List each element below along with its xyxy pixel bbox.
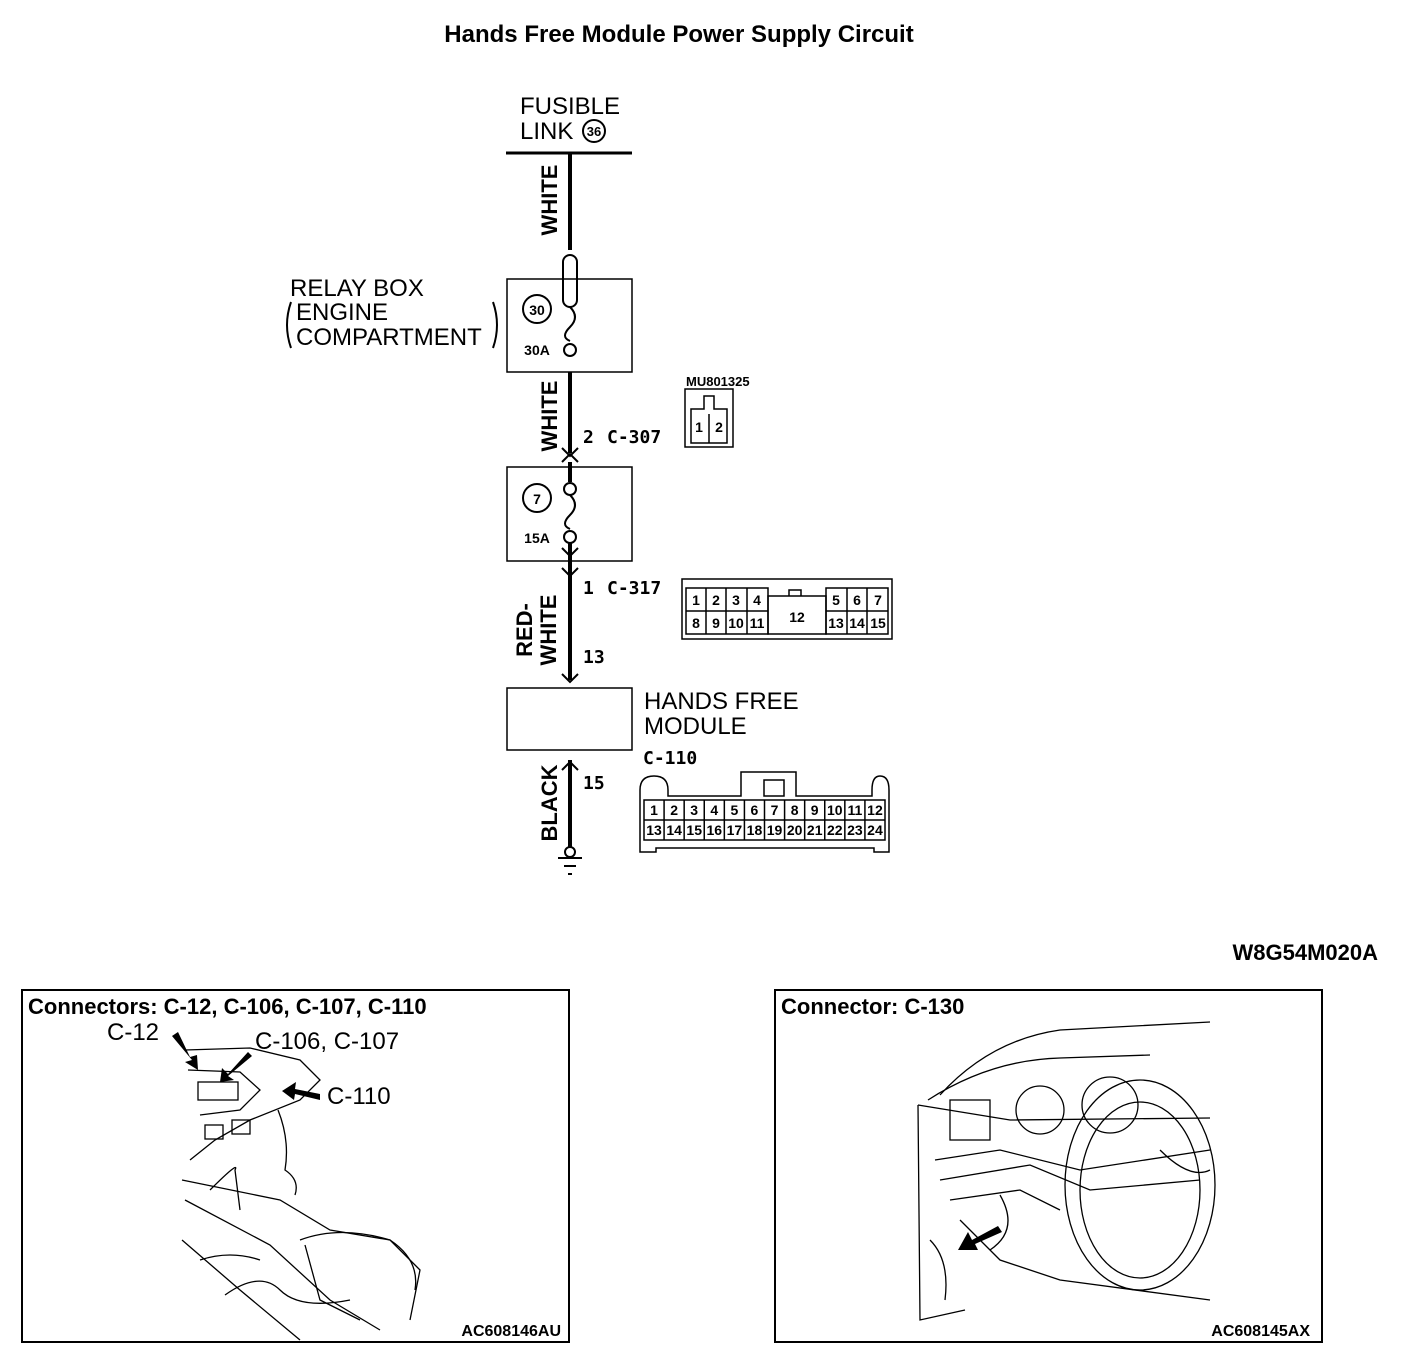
c317-pin-label: 10 bbox=[728, 615, 744, 631]
fuse-symbol bbox=[564, 494, 576, 530]
wire-color-white-2: WHITE bbox=[537, 381, 562, 452]
c317-pin-label: 5 bbox=[832, 592, 840, 608]
relay-box-label-2: ENGINE bbox=[296, 299, 388, 326]
c307-part-number: MU801325 bbox=[686, 374, 750, 389]
c110-pin-label: 8 bbox=[791, 802, 799, 818]
wire-color-red-white-2: WHITE bbox=[536, 595, 561, 666]
c317-pin-label: 15 bbox=[870, 615, 886, 631]
hands-free-module-box bbox=[506, 687, 633, 751]
callout-c110: C-110 bbox=[327, 1083, 391, 1110]
fusible-link-number: 36 bbox=[587, 124, 601, 139]
module-label-2: MODULE bbox=[644, 713, 747, 740]
wire-color-black: BLACK bbox=[537, 764, 562, 841]
relay-fuse-symbol bbox=[564, 306, 576, 342]
fuse-rating: 15A bbox=[524, 530, 550, 546]
relay-fuse-number-circle bbox=[522, 294, 552, 324]
panel-left-code: AC608146AU bbox=[461, 1323, 561, 1340]
c110-pin-label: 14 bbox=[666, 822, 682, 838]
c110-pin-label: 16 bbox=[707, 822, 723, 838]
c110-pin-label: 20 bbox=[787, 822, 803, 838]
relay-box bbox=[506, 278, 633, 373]
c307-pin: 2 bbox=[583, 427, 594, 448]
c317-pin-label: 3 bbox=[732, 592, 740, 608]
console-sketch bbox=[181, 1047, 421, 1341]
c317-face bbox=[681, 578, 893, 640]
c110-pin-label: 4 bbox=[710, 802, 718, 818]
c317-pin-label: 1 bbox=[692, 592, 700, 608]
diagram-title: Hands Free Module Power Supply Circuit bbox=[444, 21, 913, 48]
relay-fuse-number: 30 bbox=[529, 302, 545, 318]
panel-left bbox=[21, 989, 570, 1343]
c110-pin-label: 12 bbox=[867, 802, 883, 818]
c110-pin-label: 19 bbox=[767, 822, 783, 838]
dashboard-sketch bbox=[917, 1021, 1216, 1321]
relay-fuse-rating: 30A bbox=[524, 342, 550, 358]
fusible-link-label-2: LINK bbox=[520, 118, 573, 145]
c317-pin: 1 bbox=[583, 578, 594, 599]
c110-pin-label: 3 bbox=[690, 802, 698, 818]
diagram-code: W8G54M020A bbox=[1232, 940, 1378, 965]
c317-pin-label: 12 bbox=[789, 609, 805, 625]
fusible-link-label: FUSIBLE bbox=[520, 93, 620, 120]
c317-pin-label: 9 bbox=[712, 615, 720, 631]
c317-pin-label: 2 bbox=[712, 592, 720, 608]
c317-pin-label: 4 bbox=[753, 592, 761, 608]
c307-name: C-307 bbox=[607, 427, 661, 448]
c110-pin-label: 23 bbox=[847, 822, 863, 838]
c110-pin-label: 1 bbox=[650, 802, 658, 818]
wire-color-white-1: WHITE bbox=[537, 165, 562, 236]
arrow-icon bbox=[958, 1226, 1002, 1250]
c317-pin-label: 7 bbox=[874, 592, 882, 608]
c307-pin-1: 1 bbox=[695, 419, 703, 435]
c110-pin-label: 7 bbox=[771, 802, 779, 818]
callout-c12: C-12 bbox=[107, 1019, 159, 1046]
c110-pin-label: 17 bbox=[727, 822, 743, 838]
c110-pin-label: 11 bbox=[847, 802, 862, 818]
relay-fusible-element bbox=[562, 254, 578, 308]
paren-right bbox=[492, 301, 498, 349]
c307-face bbox=[684, 388, 734, 448]
fusible-link-number-circle bbox=[582, 119, 606, 143]
connector-c317-mark bbox=[561, 567, 579, 578]
wire-color-red-white-1: RED- bbox=[512, 603, 537, 657]
c317-pin-label: 8 bbox=[692, 615, 700, 631]
callout-c106-c107: C-106, C-107 bbox=[255, 1028, 399, 1055]
c110-pin-label: 10 bbox=[827, 802, 843, 818]
c110-pin-label: 2 bbox=[670, 802, 678, 818]
module-pin-15: 15 bbox=[583, 773, 605, 794]
panel-right-title: Connector: C-130 bbox=[781, 994, 964, 1019]
c110-name: C-110 bbox=[643, 748, 697, 769]
c110-pin-label: 6 bbox=[751, 802, 759, 818]
panel-right-code: AC608145AX bbox=[1211, 1323, 1310, 1340]
paren-left bbox=[286, 301, 292, 349]
relay-box-label-3: COMPARTMENT bbox=[296, 324, 482, 351]
c110-pin-label: 5 bbox=[730, 802, 738, 818]
module-pin-13: 13 bbox=[583, 647, 605, 668]
panel-left-title: Connectors: C-12, C-106, C-107, C-110 bbox=[28, 994, 427, 1019]
panel-right bbox=[774, 989, 1323, 1343]
connector-c307-mark bbox=[561, 447, 579, 458]
c307-pin-2: 2 bbox=[715, 419, 723, 435]
c317-pin-label: 13 bbox=[828, 615, 844, 631]
c110-pin-label: 22 bbox=[827, 822, 843, 838]
module-label: HANDS FREE bbox=[644, 688, 799, 715]
fuse-number-circle bbox=[522, 483, 552, 513]
relay-box-label: RELAY BOX bbox=[290, 275, 424, 302]
arrow-icon bbox=[172, 1032, 320, 1100]
c110-pin-label: 15 bbox=[686, 822, 702, 838]
c317-pin-label: 11 bbox=[750, 615, 765, 631]
c110-pin-label: 24 bbox=[867, 822, 883, 838]
c110-pin-label: 21 bbox=[807, 822, 823, 838]
c110-pin-label: 18 bbox=[747, 822, 763, 838]
c110-pin-label: 13 bbox=[646, 822, 662, 838]
c317-pin-label: 6 bbox=[853, 592, 861, 608]
c317-name: C-317 bbox=[607, 578, 661, 599]
c317-pin-label: 14 bbox=[849, 615, 865, 631]
ground-symbol bbox=[558, 846, 582, 875]
c110-pin-label: 9 bbox=[811, 802, 819, 818]
fuse-number: 7 bbox=[533, 491, 541, 507]
